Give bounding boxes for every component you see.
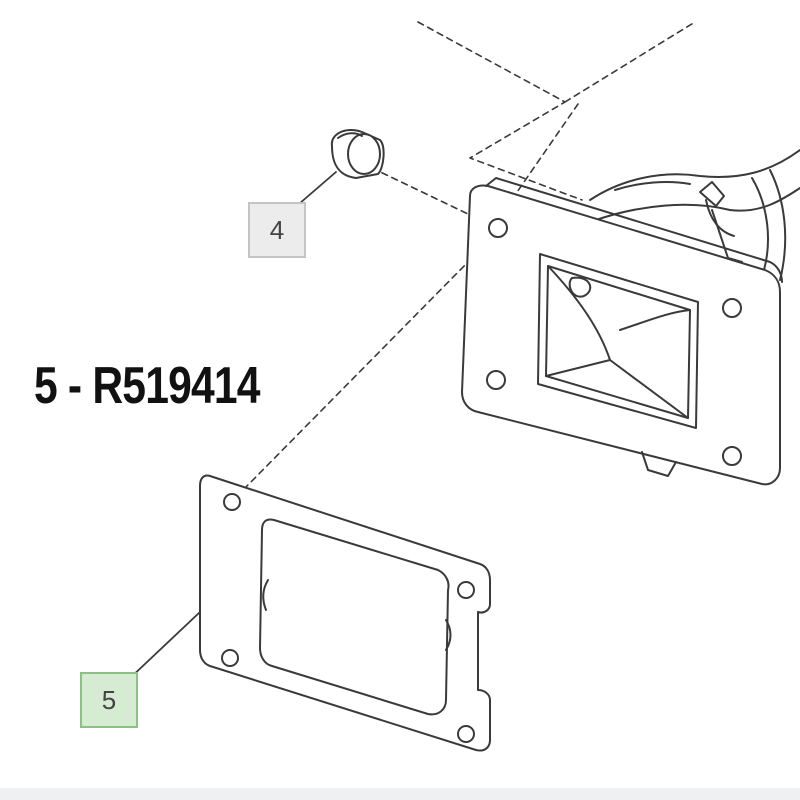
callout-4-box[interactable]: 4 <box>248 202 306 258</box>
bushing-part-4[interactable] <box>330 128 385 179</box>
callout-5-leader <box>127 611 201 681</box>
bottom-strip <box>0 788 800 800</box>
gasket-part-5[interactable] <box>199 474 491 752</box>
callout-5-box[interactable]: 5 <box>80 672 138 728</box>
part-number-label: 5 - R519414 <box>34 357 260 415</box>
intake-housing-assembly[interactable] <box>461 149 800 486</box>
